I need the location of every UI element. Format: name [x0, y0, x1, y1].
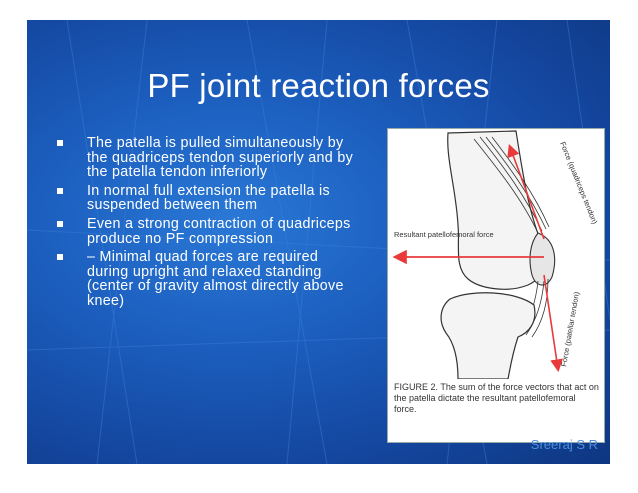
square-bullet-icon	[57, 220, 63, 227]
knee-figure: Resultant patellofemoral force Force (qu…	[387, 128, 605, 443]
femur-shape	[447, 130, 546, 290]
patella-shape	[529, 232, 556, 286]
bullet-text: The patella is pulled simultaneously by …	[87, 135, 354, 181]
tibia-shape	[440, 292, 536, 379]
patellar-force-label: Force (patellar tendon)	[559, 291, 581, 368]
bullet-item: Even a strong contraction of quadriceps …	[57, 217, 357, 246]
quadriceps-force-arrow	[507, 143, 545, 240]
author-credit: Sreeraj S R	[530, 437, 598, 452]
slide: PF joint reaction forces The patella is …	[27, 20, 610, 464]
square-bullet-icon	[57, 254, 63, 261]
bullet-text: – Minimal quad forces are required durin…	[87, 249, 344, 309]
figure-caption: FIGURE 2. The sum of the force vectors t…	[394, 382, 599, 414]
bullet-item: The patella is pulled simultaneously by …	[57, 136, 357, 180]
slide-title: PF joint reaction forces	[147, 67, 490, 104]
bullet-text: Even a strong contraction of quadriceps …	[87, 215, 351, 247]
quadriceps-force-label: Force (quadriceps tendon)	[558, 140, 599, 225]
bullet-list: The patella is pulled simultaneously by …	[57, 136, 357, 313]
patellar-force-arrow	[543, 274, 563, 373]
bullet-item: – Minimal quad forces are required durin…	[57, 250, 357, 308]
resultant-force-label: Resultant patellofemoral force	[394, 230, 494, 239]
bullet-text: In normal full extension the patella is …	[87, 182, 330, 214]
square-bullet-icon	[57, 187, 63, 194]
knee-diagram: Resultant patellofemoral force Force (qu…	[392, 130, 600, 379]
bullet-item: In normal full extension the patella is …	[57, 184, 357, 213]
square-bullet-icon	[57, 140, 63, 146]
